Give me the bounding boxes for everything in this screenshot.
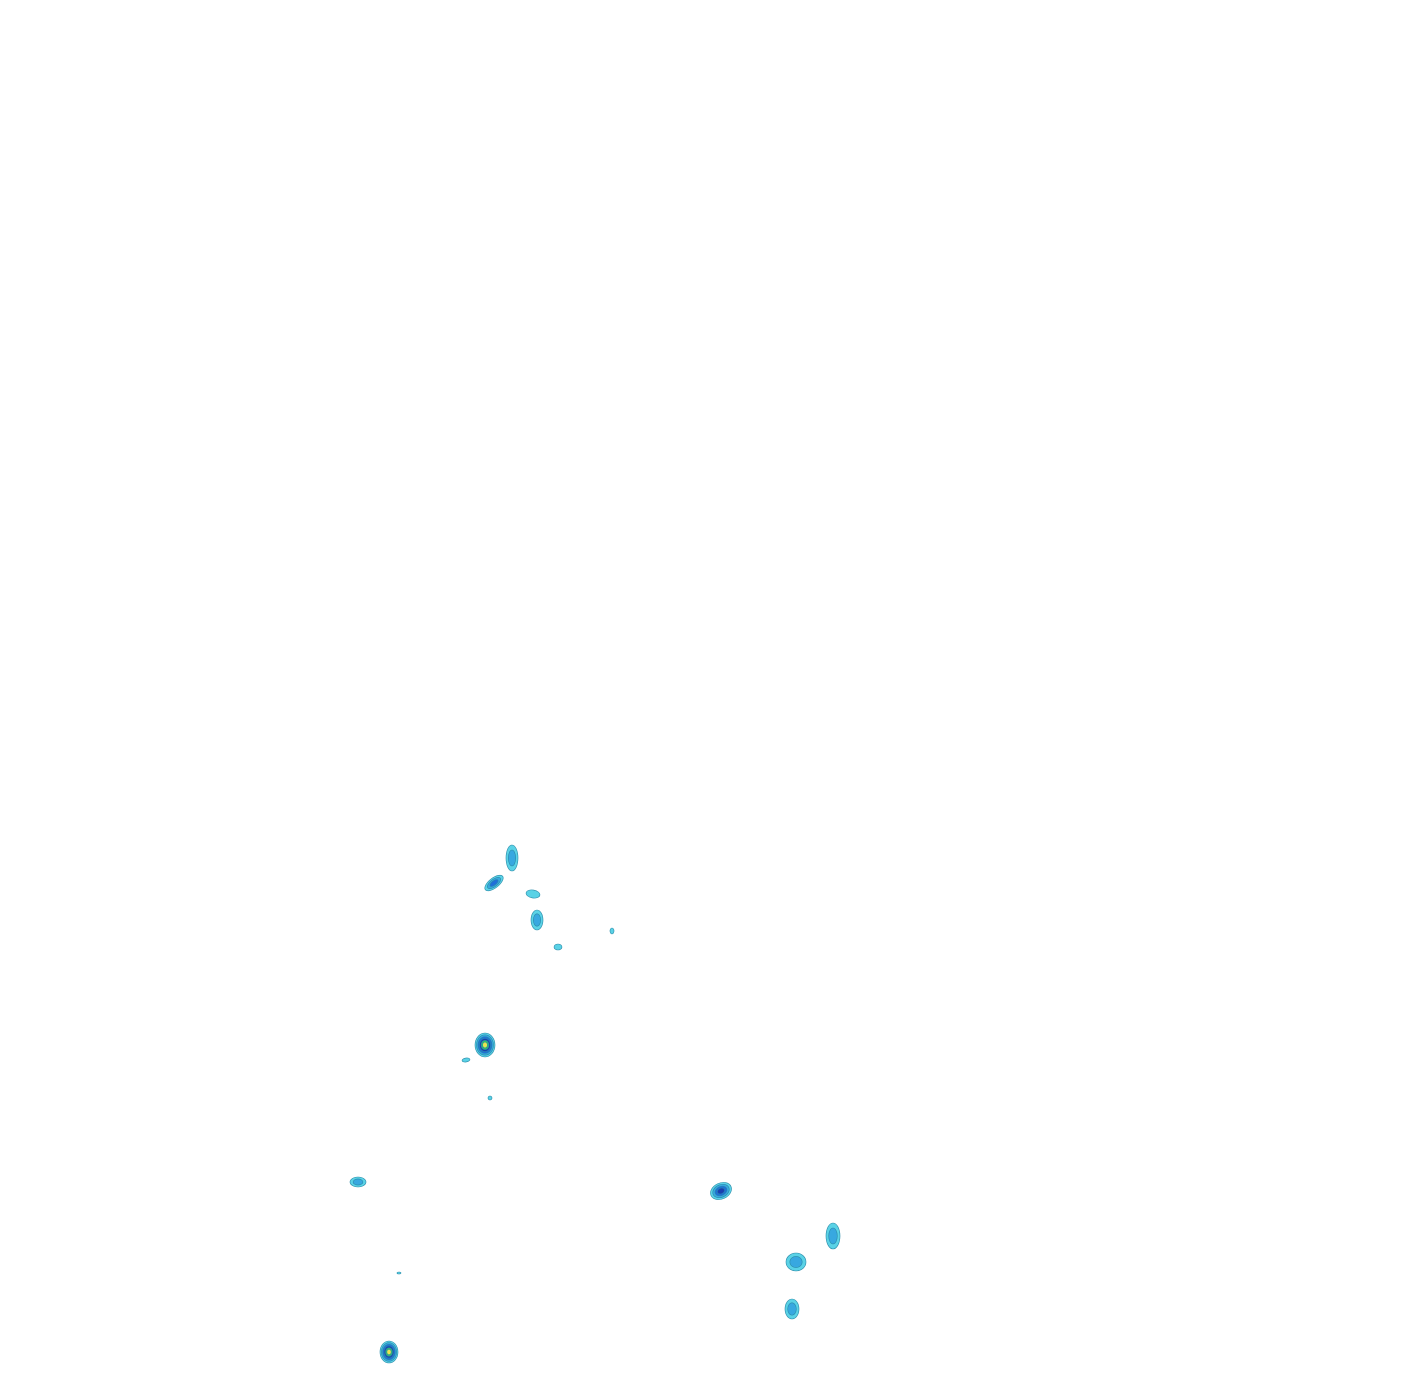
contour-blob — [825, 1222, 841, 1250]
contour-level-4 — [717, 1187, 725, 1195]
contour-blob — [785, 1252, 807, 1272]
contour-blob — [461, 1057, 471, 1063]
contour-level-3 — [489, 879, 499, 887]
contour-blob — [484, 874, 504, 892]
contour-level-2 — [789, 1256, 803, 1268]
contour-blob — [784, 1298, 800, 1320]
contour-level-1 — [461, 1057, 471, 1063]
contour-level-1 — [396, 1271, 402, 1275]
contour-blob — [710, 1182, 732, 1200]
contour-blob — [525, 889, 541, 899]
contour-level-6 — [386, 1349, 392, 1355]
contour-blob — [505, 844, 519, 872]
contour-level-1 — [609, 927, 615, 935]
contour-blob — [474, 1032, 496, 1058]
contour-blob — [487, 1095, 493, 1101]
contour-level-1 — [487, 1095, 493, 1101]
contour-blob — [530, 909, 544, 931]
contour-level-2 — [787, 1302, 797, 1316]
contour-blob — [553, 943, 563, 951]
contour-blob — [609, 927, 615, 935]
contour-level-2 — [533, 913, 541, 927]
contour-level-1 — [525, 889, 541, 899]
contour-blob — [349, 1176, 367, 1188]
contour-level-2 — [352, 1178, 364, 1186]
contour-level-6 — [482, 1041, 488, 1049]
contour-level-1 — [553, 943, 563, 951]
contour-level-2 — [508, 849, 516, 867]
contour-level-2 — [828, 1227, 838, 1245]
contour-features — [349, 844, 841, 1364]
contour-blob — [396, 1271, 402, 1275]
contour-blob — [379, 1340, 399, 1364]
